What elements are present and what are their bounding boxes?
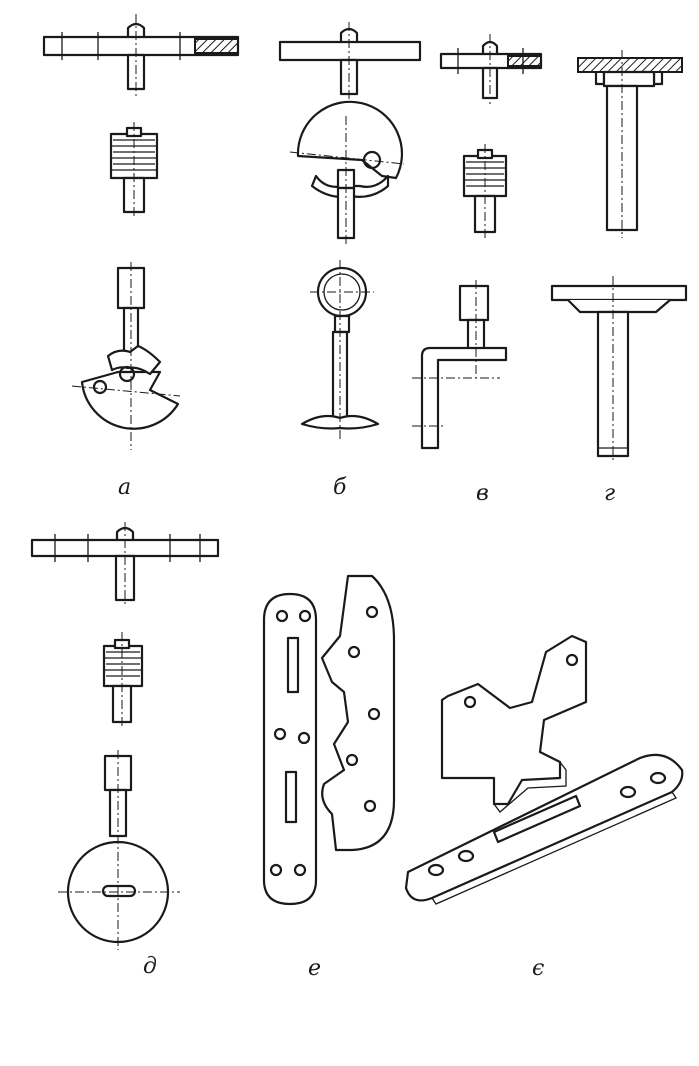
figure-g-headed-pin [550, 276, 688, 462]
label-d: д [143, 954, 157, 979]
label-v: в [476, 481, 489, 506]
label-e: е [308, 956, 321, 981]
figure-b-eccentric-with-pin [289, 100, 405, 244]
figure-v-plate-with-pin [439, 34, 543, 104]
figure-d-plate-with-pin [30, 522, 220, 606]
figure-a [42, 14, 240, 450]
figure-b-plate-with-pin [278, 22, 422, 100]
figure-e-strap-right [320, 574, 396, 852]
label-b: б [333, 475, 347, 500]
figure-v [412, 34, 543, 450]
label-g: г [604, 481, 615, 506]
figure-ye [404, 634, 684, 905]
figure-b [278, 22, 422, 442]
figure-g [550, 50, 688, 462]
figure-e-strap-left [262, 592, 318, 906]
figure-a-eccentric-clamp [71, 262, 181, 450]
figure-v-threaded-bushing [462, 144, 508, 238]
figure-d [30, 522, 220, 950]
figure-e [262, 574, 396, 906]
label-ye: є [532, 956, 544, 981]
figure-a-threaded-bushing [109, 122, 159, 218]
figure-d-threaded-bushing [102, 632, 144, 728]
label-a: а [118, 475, 131, 500]
figure-v-crank-handle [412, 280, 508, 450]
figure-b-ring-handle-rod [300, 260, 380, 442]
figure-ye-bracket-plate [440, 634, 588, 813]
figure-ye-base-strip [404, 753, 684, 905]
figure-d-disc-clamp [58, 750, 180, 950]
figure-a-plate-with-pin [42, 14, 240, 96]
figure-g-pin-with-flange [577, 50, 683, 238]
